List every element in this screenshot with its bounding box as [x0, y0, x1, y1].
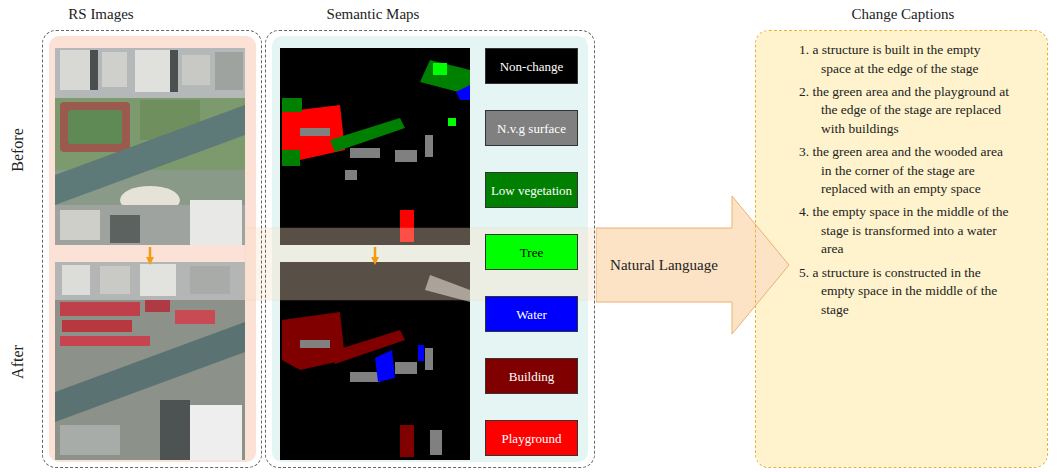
- legend-swatch: Building: [485, 358, 578, 394]
- semantic-map: [280, 48, 470, 245]
- arrow-label: Natural Language: [596, 228, 732, 302]
- legend-text: Tree: [517, 245, 546, 260]
- panel-fill: [49, 36, 256, 462]
- image-panel: RS Images: [42, 30, 262, 468]
- legend-swatch: N.v.g surface: [485, 110, 578, 146]
- legend-swatch: Water: [485, 296, 578, 332]
- legend-swatch: Playground: [485, 420, 578, 456]
- side-label: After: [8, 322, 28, 402]
- caption-panel: Change Captions1. a structure is built i…: [755, 30, 1048, 468]
- panel-heading: RS Images: [1, 6, 201, 23]
- caption-item: 3. the green area and the wooded area in…: [799, 143, 1013, 199]
- legend-text: Building: [506, 369, 558, 384]
- legend-swatch: Low vegetation: [485, 172, 578, 208]
- caption-item: 1. a structure is built in the empty spa…: [799, 41, 1013, 78]
- down-arrow: [374, 247, 377, 261]
- caption-list: 1. a structure is built in the empty spa…: [799, 41, 1013, 324]
- legend-text: Low vegetation: [488, 183, 575, 198]
- satellite-image: [55, 262, 245, 460]
- down-arrow: [149, 247, 152, 261]
- panel-fill: [756, 31, 1047, 467]
- legend-text: Non-change: [497, 59, 567, 74]
- caption-item: 2. the green area and the playground at …: [799, 83, 1013, 139]
- panel-heading: Semantic Maps: [273, 6, 473, 23]
- legend-text: Water: [513, 307, 550, 322]
- caption-item: 4. the empty space in the middle of the …: [799, 203, 1013, 259]
- flow-arrow: Natural Language: [596, 195, 790, 335]
- legend-swatch: Tree: [485, 234, 578, 270]
- legend-text: N.v.g surface: [494, 121, 569, 136]
- flow-band: [245, 228, 596, 300]
- caption-item: 5. a structure is constructed in the emp…: [799, 264, 1013, 320]
- panel-heading: Change Captions: [803, 6, 1003, 23]
- satellite-image: [55, 48, 245, 245]
- legend-swatch: Non-change: [485, 48, 578, 84]
- side-label: Before: [8, 110, 28, 190]
- legend-text: Playground: [499, 431, 565, 446]
